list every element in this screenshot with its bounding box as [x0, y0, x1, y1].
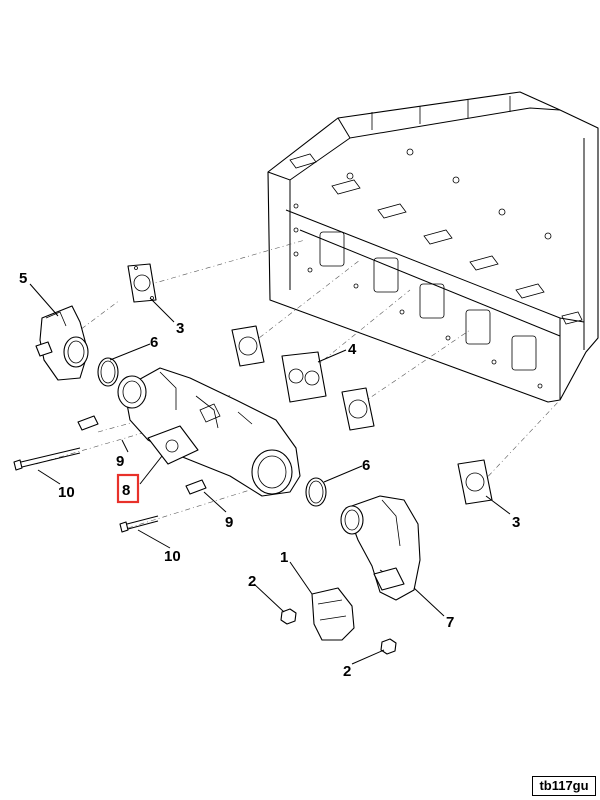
gasket-3-lower — [457, 459, 493, 505]
callout-9-upper[interactable]: 9 — [116, 453, 124, 470]
callout-1[interactable]: 1 — [280, 549, 288, 566]
callout-labels: 5 3 6 4 9 8 10 6 9 3 10 1 2 7 2 — [19, 270, 520, 680]
reference-code-label: tb117gu — [532, 776, 596, 796]
nut-2-lower — [380, 638, 397, 655]
callout-2-lower[interactable]: 2 — [343, 663, 351, 680]
callout-9-lower[interactable]: 9 — [225, 514, 233, 531]
engine-block — [267, 91, 599, 403]
callout-8[interactable]: 8 — [122, 482, 130, 499]
callout-6-upper[interactable]: 6 — [150, 334, 158, 351]
callout-10-lower[interactable]: 10 — [164, 548, 181, 565]
stud-9-lower — [185, 479, 207, 495]
seal-ring-6-lower — [305, 477, 327, 507]
manifold-end-7 — [340, 495, 421, 601]
gasket-middle-small — [231, 325, 265, 367]
callout-4[interactable]: 4 — [348, 341, 357, 358]
gasket-3-upper — [127, 263, 157, 303]
manifold-end-5 — [35, 305, 89, 381]
callout-8-highlight — [116, 473, 140, 504]
bolt-10-upper — [13, 447, 81, 471]
gasket-right-small — [341, 387, 375, 431]
callout-3-lower[interactable]: 3 — [512, 514, 520, 531]
callout-2-upper[interactable]: 2 — [248, 573, 256, 590]
callout-7[interactable]: 7 — [446, 614, 454, 631]
callout-5[interactable]: 5 — [19, 270, 27, 287]
seal-ring-6-upper — [97, 357, 119, 387]
callout-6-lower[interactable]: 6 — [362, 457, 370, 474]
heat-shield-1 — [311, 587, 355, 641]
stud-9-upper — [77, 415, 99, 431]
gasket-4 — [281, 351, 327, 403]
callout-3-upper[interactable]: 3 — [176, 320, 184, 337]
bolt-10-lower — [119, 515, 159, 533]
nut-2-upper — [280, 608, 297, 625]
callout-leaders — [29, 283, 511, 665]
exhaust-manifold-8 — [117, 367, 301, 497]
callout-10-upper[interactable]: 10 — [58, 484, 75, 501]
